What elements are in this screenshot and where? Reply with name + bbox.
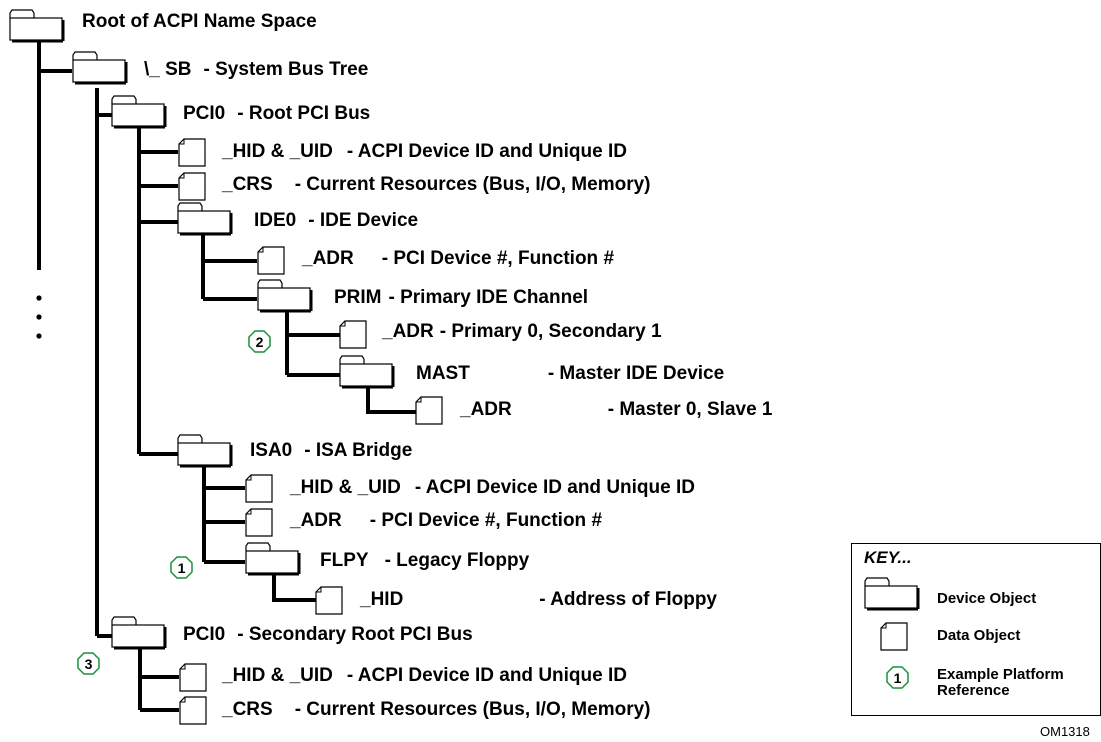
node-name: _ADR bbox=[302, 248, 354, 269]
data-object-icon bbox=[315, 586, 343, 615]
node-desc: - Master 0, Slave 1 bbox=[607, 399, 773, 420]
node-ide0: IDE0 - IDE Device bbox=[254, 210, 418, 232]
data-object-icon bbox=[257, 246, 285, 275]
device-object-icon bbox=[256, 278, 313, 313]
node-desc: - ACPI Device ID and Unique ID bbox=[346, 665, 627, 686]
platform-reference-1: 1 bbox=[170, 556, 193, 579]
data-object-icon bbox=[245, 508, 273, 537]
node-pci0b-hid: _HID & _UID - ACPI Device ID and Unique I… bbox=[222, 665, 627, 687]
node-name: ISA0 bbox=[250, 440, 293, 461]
node-mast-adr: _ADR - Master 0, Slave 1 bbox=[460, 399, 773, 421]
node-ide0-adr: _ADR - PCI Device #, Function # bbox=[302, 248, 614, 270]
node-name: _HID & _UID bbox=[222, 665, 333, 686]
data-object-icon bbox=[415, 396, 443, 425]
data-object-icon bbox=[179, 663, 207, 692]
node-name: _ADR bbox=[382, 321, 434, 342]
node-pci0-hid: _HID & _UID - ACPI Device ID and Unique I… bbox=[222, 141, 627, 163]
ellipsis-dots bbox=[36, 295, 42, 339]
device-object-icon bbox=[338, 354, 395, 389]
device-object-icon bbox=[71, 50, 128, 85]
node-name: _HID bbox=[360, 589, 404, 610]
node-desc: - ACPI Device ID and Unique ID bbox=[414, 477, 695, 498]
device-object-icon bbox=[8, 8, 65, 43]
node-name: _CRS bbox=[222, 174, 273, 195]
node-name: _ADR bbox=[460, 399, 512, 420]
device-object-icon bbox=[244, 541, 301, 576]
node-isa0-hid: _HID & _UID - ACPI Device ID and Unique I… bbox=[290, 477, 695, 499]
node-desc: - PCI Device #, Function # bbox=[369, 510, 603, 531]
node-name: PCI0 bbox=[183, 103, 226, 124]
key-example-line1: Example Platform bbox=[937, 666, 1064, 683]
node-desc: - Primary IDE Channel bbox=[388, 287, 589, 308]
node-root: Root of ACPI Name Space bbox=[82, 11, 317, 33]
node-desc: - Master IDE Device bbox=[547, 363, 725, 384]
node-desc: - IDE Device bbox=[308, 210, 419, 231]
node-pci0-secondary: PCI0 - Secondary Root PCI Bus bbox=[183, 624, 473, 646]
node-desc: - Address of Floppy bbox=[539, 589, 717, 610]
node-name: _ADR bbox=[290, 510, 342, 531]
node-name: PCI0 bbox=[183, 624, 226, 645]
device-object-icon bbox=[110, 94, 167, 129]
node-prim-adr: _ADR- Primary 0, Secondary 1 bbox=[382, 321, 662, 343]
node-name: Root of ACPI Name Space bbox=[82, 11, 317, 32]
key-device-label: Device Object bbox=[937, 590, 1037, 607]
key-example-label: Example Platform Reference bbox=[937, 667, 1064, 699]
node-pci0-crs: _CRS - Current Resources (Bus, I/O, Memor… bbox=[222, 174, 650, 196]
node-desc: - Current Resources (Bus, I/O, Memory) bbox=[294, 699, 651, 720]
node-desc: - Legacy Floppy bbox=[384, 550, 530, 571]
device-object-icon bbox=[176, 201, 233, 236]
node-name: _CRS bbox=[222, 699, 273, 720]
node-desc: - Primary 0, Secondary 1 bbox=[439, 321, 662, 342]
tree-connectors bbox=[37, 35, 416, 712]
svg-text:1: 1 bbox=[894, 670, 902, 686]
node-desc: - Root PCI Bus bbox=[237, 103, 371, 124]
node-name: PRIM bbox=[334, 287, 382, 308]
node-name: IDE0 bbox=[254, 210, 297, 231]
data-object-icon bbox=[178, 138, 206, 167]
figure-id: OM1318 bbox=[1040, 724, 1090, 739]
node-desc: - PCI Device #, Function # bbox=[381, 248, 615, 269]
device-object-icon bbox=[176, 433, 233, 468]
node-name: _HID & _UID bbox=[222, 141, 333, 162]
node-isa0: ISA0 - ISA Bridge bbox=[250, 440, 412, 462]
node-desc: - System Bus Tree bbox=[203, 59, 369, 80]
node-sb: \_ SB - System Bus Tree bbox=[144, 59, 368, 81]
svg-text:1: 1 bbox=[178, 560, 186, 576]
data-object-icon bbox=[178, 172, 206, 201]
node-desc: - Current Resources (Bus, I/O, Memory) bbox=[294, 174, 651, 195]
node-name: FLPY bbox=[320, 550, 369, 571]
node-name: _HID & _UID bbox=[290, 477, 401, 498]
node-flpy: FLPY - Legacy Floppy bbox=[320, 550, 529, 572]
node-desc: - ISA Bridge bbox=[304, 440, 413, 461]
node-flpy-hid: _HID - Address of Floppy bbox=[360, 589, 717, 611]
node-name: MAST bbox=[416, 363, 470, 384]
node-isa0-adr: _ADR - PCI Device #, Function # bbox=[290, 510, 602, 532]
node-pci0b-crs: _CRS - Current Resources (Bus, I/O, Memor… bbox=[222, 699, 650, 721]
node-prim: PRIM - Primary IDE Channel bbox=[334, 287, 588, 309]
device-object-icon bbox=[110, 615, 167, 650]
node-desc: - Secondary Root PCI Bus bbox=[237, 624, 473, 645]
data-object-icon bbox=[339, 320, 367, 349]
node-name: \_ SB bbox=[144, 59, 192, 80]
node-pci0: PCI0 - Root PCI Bus bbox=[183, 103, 370, 125]
key-title: KEY... bbox=[864, 548, 912, 567]
node-mast: MAST - Master IDE Device bbox=[416, 363, 724, 385]
svg-text:3: 3 bbox=[85, 656, 93, 672]
platform-reference-2: 2 bbox=[248, 330, 271, 353]
data-object-icon bbox=[179, 696, 207, 725]
data-object-icon bbox=[245, 474, 273, 503]
key-data-label: Data Object bbox=[937, 627, 1021, 644]
svg-text:2: 2 bbox=[256, 334, 264, 350]
key-example-line2: Reference bbox=[937, 682, 1010, 699]
node-desc: - ACPI Device ID and Unique ID bbox=[346, 141, 627, 162]
key-platform-reference-icon: 1 bbox=[886, 666, 909, 689]
platform-reference-3: 3 bbox=[77, 652, 100, 675]
